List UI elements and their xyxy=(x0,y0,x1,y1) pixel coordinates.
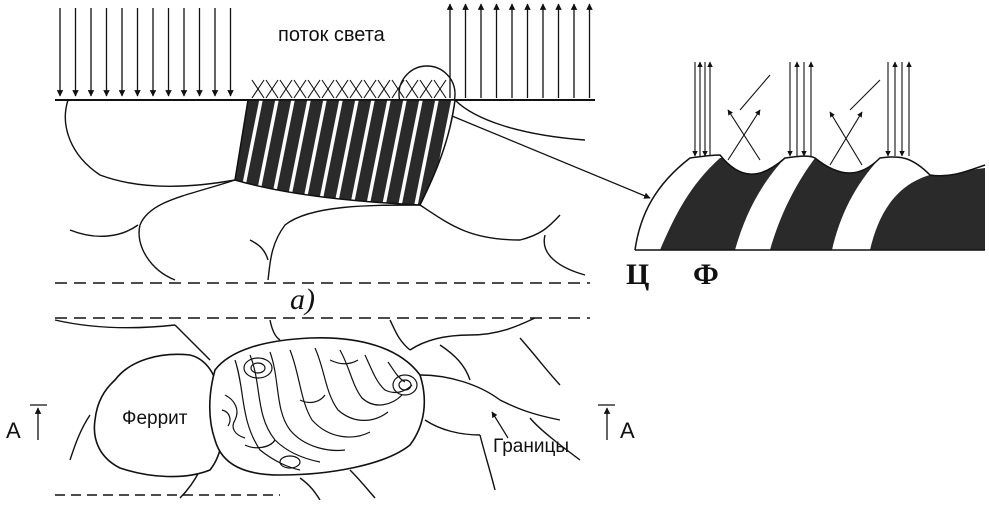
scatter-ray xyxy=(265,79,279,99)
zoom-reflections xyxy=(727,74,881,166)
grain-boundaries-top xyxy=(64,99,586,281)
section-marker-right xyxy=(598,404,615,440)
scatter-ray xyxy=(363,79,377,99)
cementite-lamella xyxy=(365,100,391,205)
scatter-ray xyxy=(251,79,265,99)
scatter-ray xyxy=(293,79,307,99)
section-label-right: А xyxy=(620,418,635,443)
pearlite-colony-top xyxy=(235,100,455,205)
pearlite-contours xyxy=(221,347,418,471)
section-marker-left xyxy=(30,404,47,440)
ferrite-symbol-label: Ф xyxy=(693,258,719,291)
cementite-lamella xyxy=(333,100,359,205)
scatter-ray xyxy=(419,79,433,99)
section-label-left: А xyxy=(6,418,21,443)
scatter-ray xyxy=(433,79,447,99)
boundaries-label: Границы xyxy=(493,436,569,457)
ferrite-label: Феррит xyxy=(122,408,188,429)
scatter-ray xyxy=(335,79,349,99)
part-a-label: а) xyxy=(290,283,315,316)
cementite-label: Ц xyxy=(626,258,650,291)
scatter-ray xyxy=(405,79,419,99)
cementite-lamella xyxy=(381,100,407,205)
pearlite-outline-top xyxy=(234,99,456,206)
ferrite-grain xyxy=(93,353,225,478)
light-arrows-left xyxy=(56,8,234,97)
light-flux-label: поток света xyxy=(278,24,385,46)
grain-boundaries-bottom xyxy=(54,317,581,501)
scattered-light-crosses xyxy=(251,79,447,99)
light-arrows-right xyxy=(446,3,593,98)
zoom-cross-section xyxy=(635,155,985,250)
scatter-ray xyxy=(307,79,321,99)
scatter-ray xyxy=(391,79,405,99)
zoom-arrows xyxy=(692,61,912,157)
cementite-lamella xyxy=(317,100,343,205)
pearlite-colony-bottom xyxy=(209,336,426,476)
scatter-ray xyxy=(279,79,293,99)
cementite-lamella xyxy=(349,100,375,205)
cementite-lamella xyxy=(301,100,327,205)
scatter-ray xyxy=(349,79,363,99)
zoom-cross-section-outline xyxy=(634,154,986,251)
boundaries-pointer xyxy=(491,411,509,439)
scatter-ray xyxy=(321,79,335,99)
cementite-lamella xyxy=(397,100,423,205)
cementite-lamella xyxy=(413,100,439,205)
scatter-ray xyxy=(377,79,391,99)
zoom-pointer-line xyxy=(451,115,651,199)
